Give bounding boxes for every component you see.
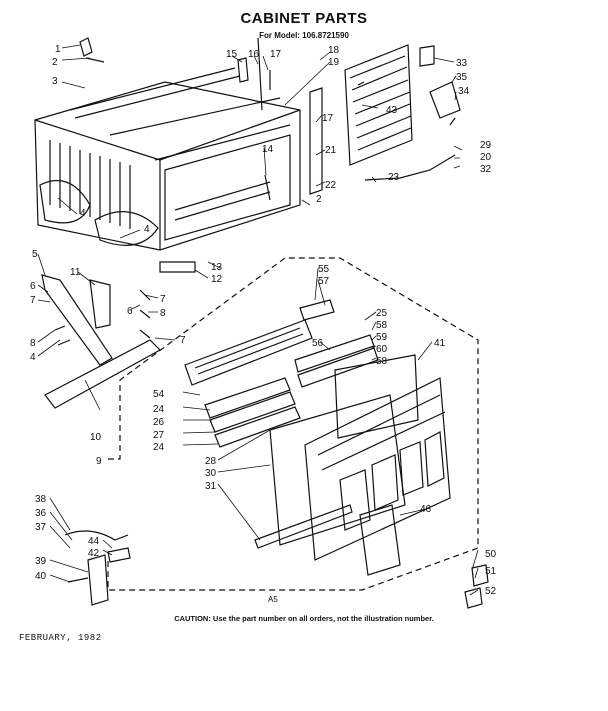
callout-label: 6 bbox=[127, 306, 133, 317]
callout-label: 57 bbox=[318, 276, 330, 287]
callout-label: 25 bbox=[376, 308, 388, 319]
caution-note: CAUTION: Use the part number on all orde… bbox=[174, 614, 434, 623]
callout-label: 2 bbox=[316, 194, 322, 205]
callout-label: 14 bbox=[262, 144, 274, 155]
model-number: For Model: 106.8721590 bbox=[259, 31, 349, 40]
callout-label: 51 bbox=[485, 566, 497, 577]
callout-label: 2 bbox=[52, 57, 58, 68]
callout-label: 1 bbox=[55, 44, 61, 55]
callout-label: 11 bbox=[70, 267, 81, 278]
callout-label: 7 bbox=[180, 335, 186, 346]
callout-label: 32 bbox=[480, 164, 492, 175]
callout-label: 55 bbox=[318, 264, 330, 275]
callout-label: 12 bbox=[211, 274, 223, 285]
callout-label: 33 bbox=[456, 58, 468, 69]
callout-label: 24 bbox=[153, 442, 165, 453]
callout-label: 35 bbox=[456, 72, 468, 83]
callout-label: 56 bbox=[312, 338, 324, 349]
callout-label: 44 bbox=[88, 536, 100, 547]
callout-label: 28 bbox=[205, 456, 217, 467]
callout-label: 10 bbox=[90, 432, 102, 443]
top-left-hardware bbox=[79, 37, 271, 111]
callout-label: 38 bbox=[35, 494, 47, 505]
callout-label: 5 bbox=[32, 249, 38, 260]
callout-label: 27 bbox=[153, 430, 165, 441]
cabinet-shell-illustration bbox=[34, 67, 301, 273]
callout-label: 19 bbox=[328, 57, 340, 68]
callout-label: 29 bbox=[480, 140, 492, 151]
callout-label: 20 bbox=[480, 152, 492, 163]
callout-label: 39 bbox=[35, 556, 47, 567]
callout-label: 4 bbox=[80, 208, 86, 219]
front-assembly-boundary bbox=[107, 257, 479, 591]
callout-label: 6 bbox=[30, 281, 36, 292]
callout-label: 58 bbox=[376, 320, 388, 331]
callout-label: 36 bbox=[35, 508, 47, 519]
callout-label: 7 bbox=[30, 295, 36, 306]
callout-label: 13 bbox=[211, 262, 223, 273]
callout-label: 22 bbox=[325, 180, 337, 191]
callout-label: 60 bbox=[376, 344, 388, 355]
callout-label: 54 bbox=[153, 389, 165, 400]
callout-leader-lines bbox=[37, 44, 479, 596]
callout-label: 26 bbox=[153, 417, 165, 428]
callout-label: 43 bbox=[386, 105, 398, 116]
callout-label: 31 bbox=[205, 481, 217, 492]
drawing-code: A5 bbox=[268, 595, 278, 604]
callout-label: 34 bbox=[458, 86, 470, 97]
callout-label: 9 bbox=[96, 456, 102, 467]
callout-label: 17 bbox=[270, 49, 282, 60]
mounting-bracket-illustration bbox=[41, 274, 161, 409]
rear-panel-illustration bbox=[309, 44, 461, 195]
callout-label: 30 bbox=[205, 468, 217, 479]
callout-labels: 1 2 3 15 16 17 18 19 33 35 34 43 17 21 2… bbox=[30, 44, 497, 604]
callout-label: 58 bbox=[376, 356, 388, 367]
control-hardware-illustration bbox=[64, 530, 131, 606]
callout-label: 16 bbox=[248, 49, 260, 60]
callout-label: 7 bbox=[160, 294, 166, 305]
callout-label: 15 bbox=[226, 49, 238, 60]
callout-label: 17 bbox=[322, 113, 334, 124]
callout-label: 41 bbox=[434, 338, 446, 349]
callout-label: 37 bbox=[35, 522, 47, 533]
callout-label: 50 bbox=[485, 549, 497, 560]
callout-label: 24 bbox=[153, 404, 165, 415]
callout-label: 3 bbox=[52, 76, 58, 87]
page-title: CABINET PARTS bbox=[240, 10, 368, 27]
callout-label: 4 bbox=[144, 224, 150, 235]
callout-label: 4 bbox=[30, 352, 36, 363]
callout-label: 42 bbox=[88, 548, 100, 559]
callout-label: 46 bbox=[420, 504, 432, 515]
callout-label: 23 bbox=[388, 172, 400, 183]
callout-label: 8 bbox=[30, 338, 36, 349]
publication-date: FEBRUARY, 1982 bbox=[19, 633, 102, 643]
callout-label: 8 bbox=[160, 308, 166, 319]
callout-label: 52 bbox=[485, 586, 497, 597]
callout-label: 59 bbox=[376, 332, 388, 343]
callout-label: 40 bbox=[35, 571, 47, 582]
callout-label: 21 bbox=[325, 145, 337, 156]
front-assembly-illustration bbox=[184, 299, 489, 609]
callout-label: 18 bbox=[328, 45, 340, 56]
